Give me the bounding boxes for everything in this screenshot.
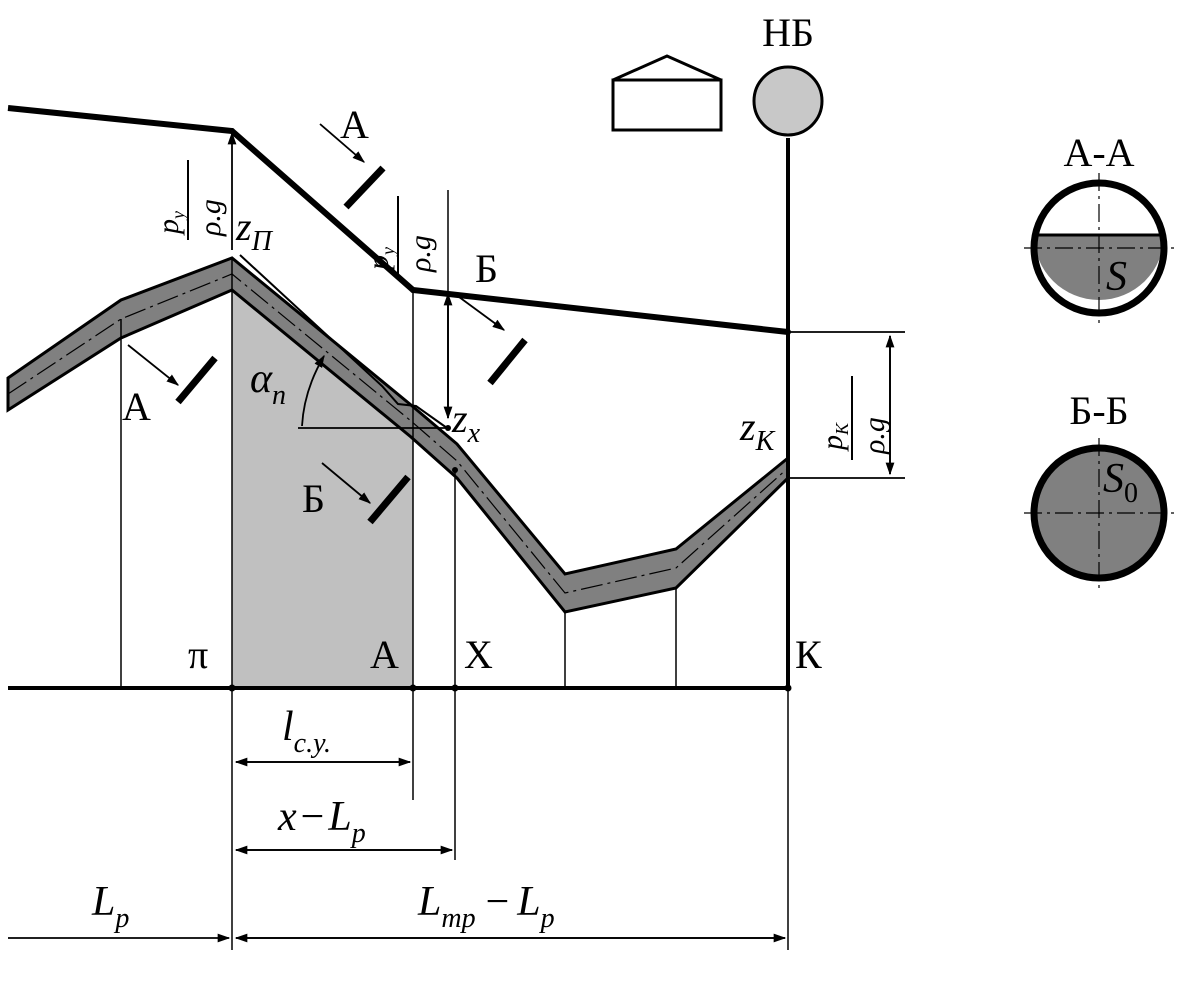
section-bb: Б-Б S0 [1024,388,1174,588]
liquid-surface-line [239,254,448,429]
tank-circle-icon [752,65,824,137]
section-bb-area-label: S0 [1103,456,1138,509]
pipeline-axis [7,273,789,594]
section-a-label-left: А [122,384,151,429]
svg-text:py: py [152,211,188,236]
svg-text:ρ.g: ρ.g [404,235,437,273]
lp-label: Lp [91,879,129,934]
pressure-head-fraction-p: py ρ.g [152,160,227,240]
dimension-arrows [8,131,905,943]
svg-text:py: py [362,247,398,272]
z-k-label: zK [739,404,776,457]
profile-verticals [120,190,789,950]
alpha-label: αn [250,356,286,411]
tank-label: НБ [762,10,814,55]
svg-text:ρ.g: ρ.g [194,199,227,237]
section-aa: А-А S [1024,130,1174,323]
svg-text:pK: pK [816,422,852,452]
point-k-label: К [795,632,822,677]
section-a-label-top: А [340,102,369,147]
section-aa-title: А-А [1063,130,1134,175]
section-markers [127,123,528,525]
reservoir-house-icon [611,54,723,132]
section-b-label-top: Б [475,246,498,291]
slope-angle [298,354,448,429]
ltr-minus-lp-label: Lmp−Lp [417,879,555,934]
point-a-label: А [370,632,399,677]
section-aa-area-label: S [1106,254,1127,300]
z-p-label: zП [235,204,274,257]
liquid-column-region [232,258,413,688]
node-dots [228,128,792,692]
x-minus-lp-label: x−Lp [277,794,366,849]
point-x-label: X [464,632,493,677]
pressure-head-fraction-k: pK ρ.g [816,376,891,460]
l-su-label: lc.y. [282,704,331,759]
point-p-label: π [188,632,208,677]
svg-text:ρ.g: ρ.g [858,417,891,455]
pressure-head-fraction-a: py ρ.g [362,196,437,276]
section-bb-title: Б-Б [1069,388,1128,433]
hydraulic-gradient-line [7,105,789,335]
z-x-label: zx [451,396,481,449]
section-b-label-mid: Б [302,476,325,521]
